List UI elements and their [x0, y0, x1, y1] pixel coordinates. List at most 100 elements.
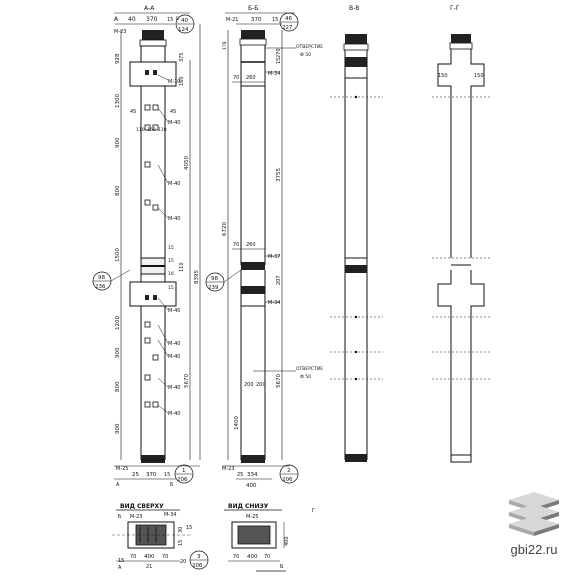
view-top-d70b: 70 — [162, 554, 168, 560]
dim-a-1200: 1200 — [115, 316, 121, 330]
view-bottom-d70b: 70 — [264, 554, 270, 560]
dim-b-370: 370 — [251, 17, 262, 23]
label-m34b: М-34 — [268, 300, 280, 306]
label-m40c: М-40 — [168, 216, 180, 222]
section-a-a: А-А А 40 370 15 М-23 Б 40 124 — [92, 5, 201, 488]
svg-text:206: 206 — [282, 477, 293, 483]
dim-g-150b: 150 — [474, 73, 484, 79]
callout-40-124: 40 124 — [175, 14, 195, 34]
view-bottom-m25: М-25 — [246, 514, 258, 520]
label-m40e: М-40 — [168, 341, 180, 347]
stacked-slabs-logo-icon — [509, 492, 559, 536]
dim-a-top-15: 15 — [167, 17, 173, 23]
dim-b-15: 15 — [272, 17, 278, 23]
dim-a-800: 800 — [115, 185, 121, 196]
dim-b-178: 178 — [222, 41, 228, 50]
dim-a-900b: 900 — [115, 347, 121, 358]
view-top-d30: 30 — [178, 527, 184, 533]
label-m40g: М-40 — [168, 385, 180, 391]
view-bottom-d400: 400 — [247, 554, 258, 560]
dim-a-15b: 15 — [168, 258, 174, 264]
dim-b-207: 207 — [276, 275, 282, 285]
svg-text:3: 3 — [197, 554, 201, 560]
label-m37: М-37 — [268, 254, 280, 260]
callout-2-206: 2 206 — [279, 464, 299, 484]
dim-a-bottom-25: 25 — [132, 472, 139, 478]
label-hole2-d: Ф 50 — [300, 374, 311, 380]
section-g-title: Г-Г — [450, 5, 460, 12]
dim-b-3755: 3755 — [276, 168, 282, 182]
callout-46-227: 46 227 — [279, 12, 299, 32]
dim-a-bottom-370: 370 — [146, 472, 157, 478]
dim-a-16: 16 — [168, 271, 174, 277]
view-top-d400: 400 — [144, 554, 155, 560]
view-top-m34: М-34 — [164, 512, 176, 518]
dim-a-4050: 4050 — [184, 156, 190, 170]
dim-b-15b: 15 — [276, 58, 282, 64]
svg-text:227: 227 — [282, 25, 293, 31]
callout-3-206: 3 20б — [189, 550, 209, 570]
view-bottom-b: Б — [280, 564, 284, 570]
dim-b-70: 70 — [233, 75, 239, 81]
dim-a-top-a: А — [114, 16, 119, 23]
dim-a-110s: 110 — [179, 262, 185, 272]
dim-b-70b: 70 — [233, 242, 239, 248]
label-m21: М-21 — [226, 17, 238, 23]
dim-a-160: 160 — [147, 127, 156, 133]
dim-b-270: 270 — [276, 48, 282, 58]
column-head-a — [142, 30, 164, 40]
view-bottom-d400v: 400 — [284, 536, 290, 546]
view-top-m23: М-23 — [130, 514, 142, 520]
view-top-d21: 21 — [146, 564, 152, 570]
svg-text:124: 124 — [178, 27, 189, 33]
dim-a-5670: 5670 — [184, 374, 190, 388]
view-top-d15b: 15 — [178, 540, 184, 546]
dim-a-45b: 45 — [170, 109, 176, 115]
dim-a-110b: 110 — [158, 127, 167, 133]
callout-98-239: 98 239 — [205, 269, 242, 292]
dim-a-15c: 15 — [168, 285, 174, 291]
dim-b-260b: 260 — [246, 242, 256, 248]
svg-text:206: 206 — [177, 477, 188, 483]
view-bottom-g: Г — [312, 508, 315, 514]
dim-b-5670: 5670 — [276, 374, 282, 388]
dim-b-6720: 6720 — [222, 222, 228, 236]
section-v-v: В-В — [330, 5, 383, 462]
dim-a-1500: 1500 — [115, 248, 121, 262]
dim-g-150a: 150 — [438, 73, 448, 79]
dim-a-bottom-a: А — [116, 482, 120, 488]
svg-text:20б: 20б — [192, 563, 203, 569]
label-m40b: М-40 — [168, 181, 180, 187]
callout-98-236: 98 236 — [92, 269, 131, 291]
view-top-d15c: 15 — [186, 525, 192, 531]
dim-a-top-370: 370 — [146, 16, 158, 23]
label-m40a: М-40 — [168, 120, 180, 126]
view-bottom-d70: 70 — [233, 554, 239, 560]
label-m34: М-34 — [268, 71, 280, 77]
label-m40d: М-40 — [168, 308, 180, 314]
dim-a-8395: 8395 — [194, 270, 200, 284]
dim-a-900: 900 — [115, 137, 121, 148]
dim-a-110a: 110 — [136, 127, 145, 133]
view-from-above: ВИД СВЕРХУ Б М-23 М-34 15 70 400 70 21 А… — [112, 503, 209, 571]
label-m40f: М-40 — [168, 354, 180, 360]
svg-text:46: 46 — [285, 16, 292, 22]
view-top-a: А — [118, 565, 122, 571]
label-m40h: М-40 — [168, 411, 180, 417]
svg-text:40: 40 — [181, 18, 188, 24]
dim-a-900c: 900 — [115, 423, 121, 434]
callout-1-206: 1 206 — [174, 464, 194, 484]
svg-text:1: 1 — [182, 468, 186, 474]
section-g-g: Г-Г 150 150 — [432, 5, 490, 463]
label-m10: М-10 — [168, 79, 180, 85]
label-hole1: ОТВЕРСТИЕ — [296, 44, 323, 50]
svg-text:236: 236 — [95, 284, 106, 290]
svg-text:2: 2 — [287, 468, 291, 474]
label-m25: М-25 — [116, 466, 128, 472]
dim-b-200a: 200 — [244, 382, 254, 388]
label-m23b: М-23 — [222, 466, 234, 472]
dim-b-25: 25 — [237, 472, 243, 478]
section-a-title: А-А — [144, 5, 155, 12]
svg-text:239: 239 — [208, 285, 219, 291]
